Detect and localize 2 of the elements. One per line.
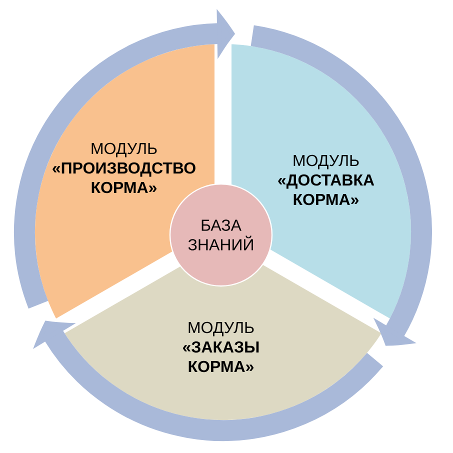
curved-arrow bbox=[35, 320, 383, 441]
curved-arrow bbox=[250, 25, 432, 346]
